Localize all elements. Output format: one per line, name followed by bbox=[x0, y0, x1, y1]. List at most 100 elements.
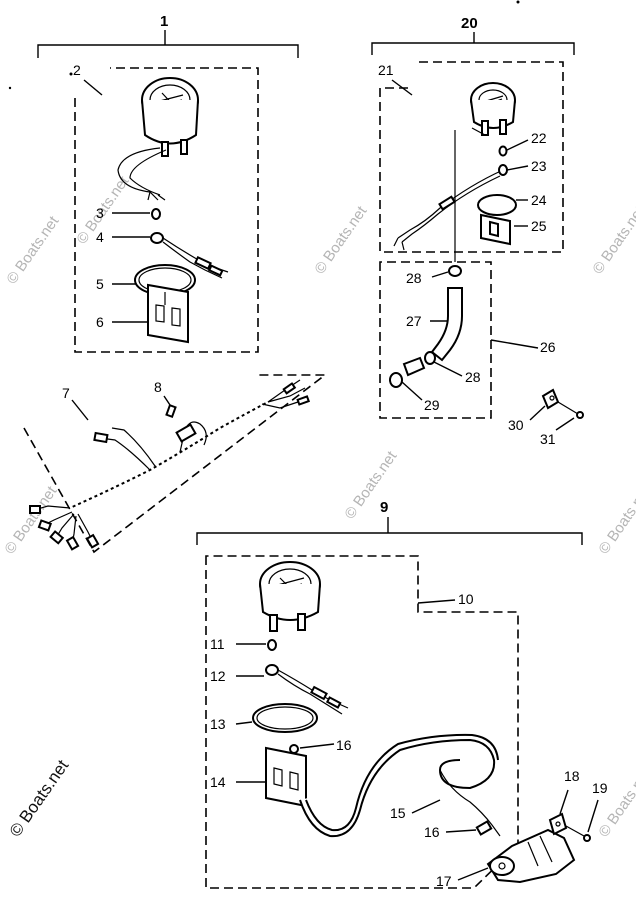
callout-16b: 16 bbox=[424, 824, 440, 840]
callout-25: 25 bbox=[531, 218, 547, 234]
callout-31: 31 bbox=[540, 431, 556, 447]
callout-17: 17 bbox=[436, 873, 452, 889]
group-21-outline bbox=[379, 61, 564, 253]
part-4-lead bbox=[150, 232, 229, 279]
callout-14: 14 bbox=[210, 774, 226, 790]
watermark-layer: © Boats.net © Boats.net © Boats.net © Bo… bbox=[1, 172, 636, 840]
callout-9: 9 bbox=[380, 499, 388, 516]
group-10-outline bbox=[205, 555, 519, 889]
group-1-outline bbox=[74, 67, 259, 353]
dot-marker bbox=[69, 72, 73, 76]
callout-12: 12 bbox=[210, 668, 226, 684]
harness-21-sleeve bbox=[438, 195, 456, 211]
bracket-group-20 bbox=[371, 32, 575, 55]
watermark-left-upper: © Boats.net bbox=[3, 212, 62, 287]
part-24-ring bbox=[477, 194, 517, 216]
leader-23 bbox=[506, 165, 529, 171]
gauge-21-wire-a bbox=[471, 127, 486, 136]
part-28a-nut bbox=[448, 265, 462, 277]
stray-mark-left bbox=[8, 86, 12, 90]
bracket-group-9 bbox=[196, 517, 583, 545]
part-23 bbox=[498, 164, 508, 176]
gauge-2-wires bbox=[117, 147, 167, 201]
gauge-2-terminals bbox=[147, 191, 166, 201]
watermark-right-mid: © Boats.net bbox=[595, 482, 636, 557]
wire-harness-7 bbox=[29, 379, 311, 551]
gauge-2 bbox=[141, 77, 199, 157]
part-31-screw bbox=[557, 401, 579, 415]
part-19-head bbox=[583, 834, 591, 842]
callout-18: 18 bbox=[564, 768, 580, 784]
leader-10 bbox=[417, 599, 456, 604]
watermark-right-upper: © Boats.net bbox=[589, 202, 636, 277]
gauge-10 bbox=[259, 561, 321, 632]
part-30-clip bbox=[541, 388, 560, 410]
leader-13 bbox=[235, 721, 253, 725]
callout-10: 10 bbox=[458, 591, 474, 607]
part-25-bracket bbox=[480, 213, 511, 246]
leader-28a bbox=[431, 271, 449, 278]
stray-mark-top bbox=[516, 0, 520, 4]
callout-13: 13 bbox=[210, 716, 226, 732]
leader-7 bbox=[71, 399, 89, 421]
callout-23: 23 bbox=[531, 158, 547, 174]
part-14-bracket bbox=[265, 746, 307, 808]
leader-21 bbox=[391, 79, 413, 96]
callout-1: 1 bbox=[160, 13, 168, 30]
group-7-outline bbox=[23, 374, 328, 554]
bracket-group-1 bbox=[37, 30, 299, 58]
group-26-outline bbox=[379, 261, 492, 419]
callout-27: 27 bbox=[406, 313, 422, 329]
callout-30: 30 bbox=[508, 417, 524, 433]
callout-24: 24 bbox=[531, 192, 547, 208]
leader-26 bbox=[490, 339, 539, 349]
leader-16a bbox=[299, 743, 335, 749]
callout-22: 22 bbox=[531, 130, 547, 146]
leader-19 bbox=[587, 799, 599, 833]
gauge-21-harness bbox=[397, 169, 504, 243]
part-22 bbox=[498, 145, 508, 157]
watermark-left-mid: © Boats.net bbox=[1, 482, 60, 557]
leader-29 bbox=[401, 381, 423, 401]
fitting-26 bbox=[402, 356, 426, 377]
leader-28b bbox=[433, 361, 463, 377]
harness-21-terminals bbox=[393, 237, 405, 251]
callout-4: 4 bbox=[96, 229, 104, 245]
part-6-bracket bbox=[147, 283, 189, 344]
part-17-pickup bbox=[486, 828, 576, 884]
gauge-21 bbox=[470, 82, 516, 136]
part-18-clip bbox=[548, 812, 568, 836]
callout-16a: 16 bbox=[336, 737, 352, 753]
part-3-nut bbox=[151, 208, 161, 220]
part-31-head bbox=[576, 411, 584, 419]
leader-18 bbox=[559, 789, 569, 815]
callout-26: 26 bbox=[540, 339, 556, 355]
part-11-nut bbox=[267, 639, 277, 651]
callout-20: 20 bbox=[461, 15, 478, 32]
part-16b-clip bbox=[475, 820, 493, 836]
leader-31 bbox=[555, 417, 575, 431]
callout-28a: 28 bbox=[406, 270, 422, 286]
watermark-center-mid: © Boats.net bbox=[341, 447, 400, 522]
watermark-mid-upper: © Boats.net bbox=[311, 202, 370, 277]
watermark-right-lower: © Boats.net bbox=[595, 765, 636, 840]
callout-11: 11 bbox=[210, 636, 225, 652]
leader-30 bbox=[529, 405, 546, 421]
part-28b-nut bbox=[424, 351, 436, 365]
callout-7: 7 bbox=[62, 385, 70, 401]
callout-29: 29 bbox=[424, 397, 440, 413]
callout-21: 21 bbox=[378, 62, 394, 78]
part-19-screw bbox=[565, 825, 585, 837]
leader-2 bbox=[83, 79, 103, 96]
leader-17 bbox=[457, 867, 489, 881]
part-15-hose bbox=[299, 733, 499, 838]
part-15-hose-tail bbox=[439, 769, 501, 837]
callout-6: 6 bbox=[96, 314, 104, 330]
part-12-lead bbox=[265, 664, 349, 715]
callout-15: 15 bbox=[390, 805, 406, 821]
watermark-bottom-left: © Boats.net bbox=[6, 756, 73, 840]
leader-15 bbox=[411, 799, 441, 814]
callout-8: 8 bbox=[154, 379, 162, 395]
callout-3: 3 bbox=[96, 205, 104, 221]
part-29-washer bbox=[389, 372, 403, 388]
